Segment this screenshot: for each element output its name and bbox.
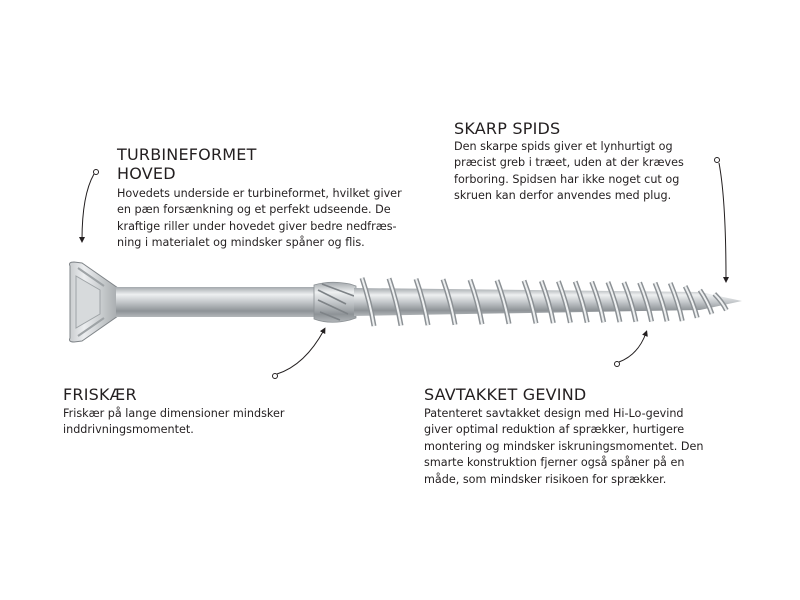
thread-highlight [638, 282, 653, 322]
arrow-origin-icon [93, 169, 99, 175]
text-line: forboring. Spidsen har ikke noget cut og [454, 172, 680, 186]
thread-description: Patenteret savtakket design med Hi-Lo-ge… [424, 406, 704, 488]
text-line: Friskær på lange dimensioner mindsker [63, 407, 285, 420]
tip-description: Den skarpe spids giver et lynhurtigt og … [454, 139, 684, 205]
text-line: skruen kan derfor anvendes med plug. [454, 189, 672, 203]
screw-shank [116, 287, 316, 317]
head-title-line: HOVED [117, 164, 176, 183]
thread-highlight [713, 293, 728, 311]
arrow-origin-icon [714, 157, 720, 163]
tip-title: SKARP SPIDS [454, 119, 561, 138]
thread-highlight [699, 289, 713, 315]
arrow-origin-icon [614, 361, 620, 367]
thread-highlight [442, 278, 456, 325]
text-line: ning i materialet og mindsker spåner og … [117, 236, 365, 250]
text-line: smarte konstruktion fjerner også spåner … [424, 456, 685, 470]
thread-highlight [684, 285, 699, 318]
friction-cutter [313, 281, 357, 323]
thread-highlight [496, 279, 510, 324]
text-line: kraftige riller under hovedet giver bedr… [117, 219, 397, 233]
head-title: TURBINEFORMET HOVED [117, 145, 257, 183]
thread-highlight [557, 280, 572, 323]
callout-arrows [79, 157, 729, 379]
text-line: Den skarpe spids giver et lynhurtigt og [454, 140, 673, 153]
head-title-line: TURBINEFORMET [117, 145, 257, 164]
thread-highlight [523, 280, 537, 324]
cutter-description: Friskær på lange dimensioner mindsker in… [63, 406, 284, 439]
tip-arrow-icon [718, 162, 729, 283]
text-line: inddrivningsmomentet. [63, 423, 194, 437]
text-line: giver optimal reduktion af sprækker, hur… [424, 423, 685, 437]
thread-group [359, 277, 729, 327]
thread-highlight [622, 281, 637, 322]
text-line: Patenteret savtakket design med Hi-Lo-ge… [424, 407, 684, 420]
head-description: Hovedets underside er turbineformet, hvi… [117, 186, 402, 252]
thread-highlight [388, 278, 402, 326]
screw-head [69, 261, 119, 343]
thread-title: SAVTAKKET GEVIND [424, 385, 587, 404]
thread-highlight [590, 281, 605, 323]
arrow-origin-icon [272, 373, 278, 379]
thread-highlight [415, 278, 429, 326]
thread-highlight [606, 281, 621, 323]
text-line: præcist greb i træet, uden at der kræves [454, 156, 684, 170]
text-line: montering og mindsker iskruningsmomentet… [424, 439, 704, 453]
head-arrow-icon [79, 173, 95, 243]
text-line: Hovedets underside er turbineformet, hvi… [117, 187, 402, 200]
cutter-title: FRISKÆR [63, 385, 137, 404]
thread-arrow-icon [618, 330, 648, 363]
thread-highlight [654, 282, 669, 322]
thread-highlight [574, 281, 589, 323]
text-line: måde, som mindsker risikoen for sprækker… [424, 472, 667, 486]
thread-highlight [361, 277, 375, 327]
thread-highlight [669, 282, 684, 322]
thread-highlight [469, 279, 483, 325]
thread-highlight [540, 280, 555, 324]
cutter-arrow-icon [276, 327, 326, 375]
text-line: en pæn forsænkning og et perfekt udseend… [117, 203, 391, 217]
